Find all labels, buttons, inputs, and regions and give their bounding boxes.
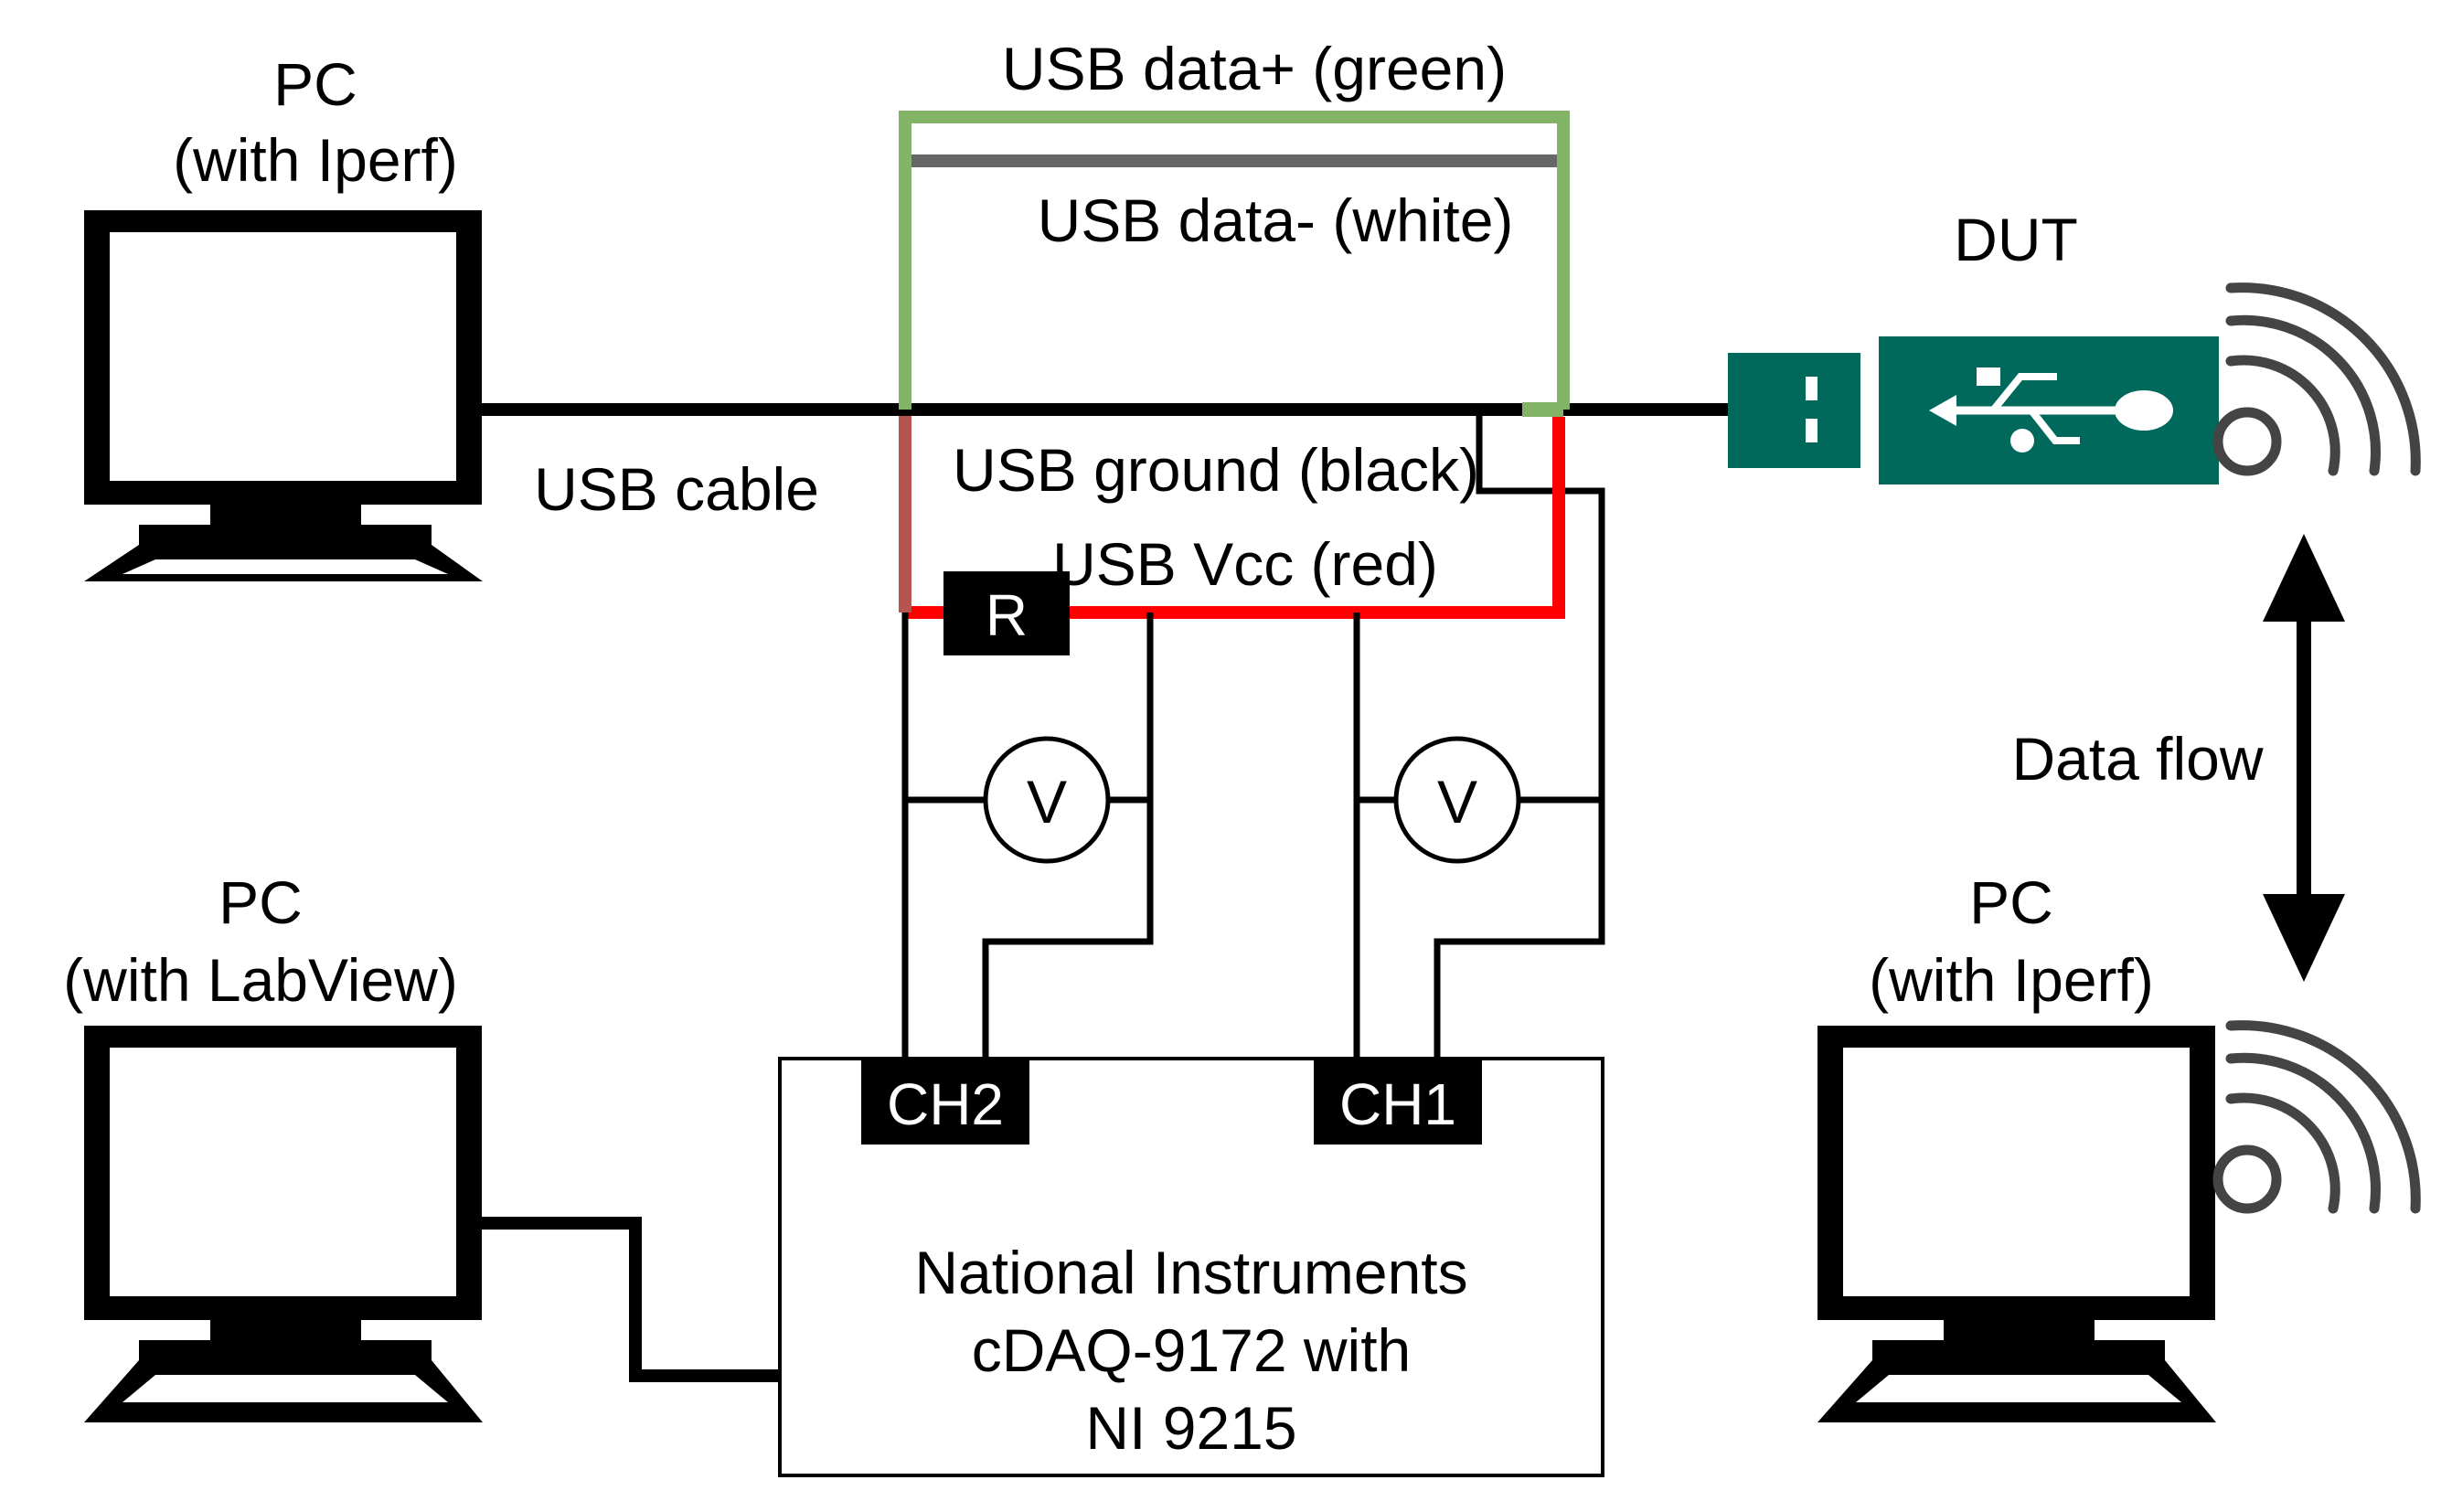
voltmeter-ch1: V	[1393, 736, 1521, 864]
pc-bottom-right-title: PC	[1969, 868, 2053, 936]
ch2-port	[861, 1060, 1029, 1145]
dut-label: DUT	[1954, 206, 2078, 273]
usb-ground-label: USB ground (black)	[953, 436, 1479, 504]
pc-bottom-left-title: PC	[219, 868, 303, 936]
ch1-label: CH1	[1339, 1071, 1456, 1137]
pc-bottom-left: PC (with LabView)	[63, 868, 483, 1422]
ch2-label: CH2	[887, 1071, 1004, 1137]
monitor-icon	[84, 210, 483, 581]
usb-symbol-icon	[1929, 367, 2173, 453]
daq-line-3: NI 9215	[1085, 1394, 1296, 1462]
daq-line-1: National Instruments	[914, 1239, 1467, 1306]
pc-top-left-title: PC	[273, 50, 357, 118]
monitor-icon	[84, 1026, 483, 1422]
dut: DUT	[1728, 206, 2421, 484]
usb-ground-wire: USB ground (black)	[953, 410, 1605, 1062]
daq-box: CH2 CH1 National Instruments cDAQ-9172 w…	[778, 1057, 1604, 1477]
data-flow-label: Data flow	[2011, 725, 2263, 793]
ch1-wires	[1353, 612, 1397, 1062]
resistor: R	[943, 571, 1070, 655]
usb-data-plus-label: USB data+ (green)	[1002, 35, 1507, 102]
usb-data-plus-wire: USB data+ (green)	[899, 35, 1570, 417]
wifi-icon	[2212, 1020, 2421, 1214]
voltmeter-label: V	[1437, 768, 1477, 836]
daq-line-2: cDAQ-9172 with	[972, 1316, 1412, 1384]
pc-bottom-right-subtitle: (with Iperf)	[1869, 946, 2154, 1014]
ch2-wires	[901, 612, 1154, 1062]
usb-plug	[1728, 353, 1860, 468]
double-arrow-icon	[2263, 534, 2345, 982]
pc-bottom-right: PC (with Iperf)	[1817, 868, 2421, 1422]
data-flow-arrow: Data flow	[2011, 534, 2345, 982]
usb-data-minus-wire: USB data- (white)	[911, 154, 1557, 254]
voltmeter-label: V	[1027, 768, 1067, 836]
pc-top-left-subtitle: (with Iperf)	[173, 126, 458, 194]
ch1-port	[1314, 1060, 1482, 1145]
resistor-label: R	[986, 582, 1028, 648]
pc-top-left: PC (with Iperf)	[84, 50, 483, 581]
pc-bottom-left-subtitle: (with LabView)	[63, 946, 458, 1014]
usb-vcc-label: USB Vcc (red)	[1052, 530, 1438, 598]
usb-cable-label: USB cable	[534, 455, 819, 523]
monitor-icon	[1817, 1026, 2216, 1422]
voltmeter-ch2: V	[983, 736, 1111, 864]
labview-cable	[482, 1217, 780, 1382]
wifi-icon	[2212, 282, 2421, 476]
usb-data-minus-label: USB data- (white)	[1038, 186, 1514, 254]
